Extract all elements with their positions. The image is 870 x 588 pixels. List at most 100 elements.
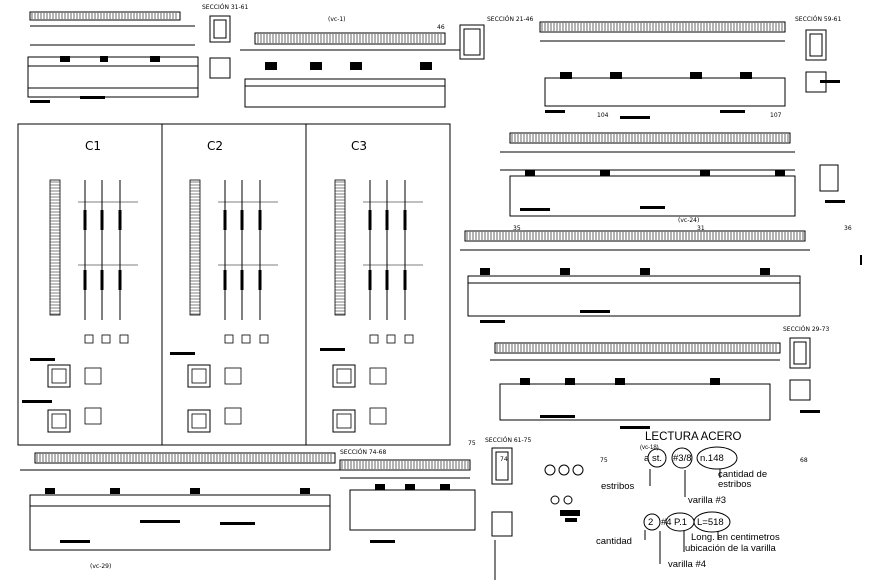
- rebar-block: [220, 522, 255, 525]
- column-bar-block: [223, 210, 227, 230]
- rebar-block: [565, 518, 577, 522]
- rebar-block: [760, 268, 770, 275]
- column-bar-block: [385, 270, 389, 290]
- rebar-block: [405, 484, 415, 490]
- rebar-block: [80, 96, 105, 99]
- dimension-74: 74: [500, 456, 508, 463]
- legend-length-l518: L=518: [697, 517, 724, 528]
- column-bar-block: [100, 210, 104, 230]
- rebar-block: [580, 310, 610, 313]
- legend-count-n148: n.148: [700, 453, 724, 464]
- column-bar-block: [403, 270, 407, 290]
- column-section-tie: [336, 413, 352, 429]
- column-section-small: [101, 334, 111, 344]
- section-label-29-73: SECCIÓN 29-73: [783, 326, 830, 333]
- column-section-small: [224, 407, 242, 425]
- rebar-block: [30, 358, 55, 361]
- beam-104-107: [500, 132, 796, 217]
- rebar-symbols: [544, 464, 584, 505]
- legend-bar-3-8: #3/8: [673, 453, 692, 464]
- column-section-small: [404, 334, 414, 344]
- column-section-small: [259, 334, 269, 344]
- column-title-c3: C3: [351, 139, 368, 153]
- rebar-block: [45, 488, 55, 494]
- legend-bar-4: #4: [661, 517, 672, 528]
- beam-vc-24: [460, 230, 810, 317]
- rebar-block: [300, 488, 310, 494]
- column-bar-block: [118, 270, 122, 290]
- rebar-block: [140, 520, 180, 523]
- column-section: [187, 409, 211, 433]
- rebar-block: [620, 426, 650, 429]
- rebar-block: [520, 208, 550, 211]
- column-elevation: [334, 179, 346, 316]
- dimension-75-top: 75: [468, 440, 476, 447]
- section-label-21-46: SECCIÓN 21-46: [487, 16, 534, 23]
- dimension-104: 104: [597, 112, 609, 119]
- column-section: [47, 409, 71, 433]
- rebar-block: [565, 378, 575, 385]
- column-bar-block: [385, 210, 389, 230]
- column-schedule-frame: [17, 123, 451, 446]
- rebar-block: [370, 540, 395, 543]
- rebar-block: [690, 72, 702, 79]
- legend-cantidad: cantidad: [596, 536, 632, 547]
- column-section-small: [369, 334, 379, 344]
- rebar-block: [740, 72, 752, 79]
- column-section-small: [84, 407, 102, 425]
- rebar-block: [480, 268, 490, 275]
- section-label-74-68: SECCIÓN 74-68: [340, 449, 387, 456]
- beam-vc-29: [20, 452, 340, 551]
- dimension-35: 35: [513, 225, 521, 232]
- rebar-block: [615, 378, 625, 385]
- beam-tag-vc-1: (vc-1): [328, 16, 346, 23]
- rebar-block: [640, 206, 665, 209]
- column-section-small: [224, 334, 234, 344]
- column-section-small: [386, 334, 396, 344]
- beam-section-21-46: [539, 21, 786, 107]
- column-section-small: [84, 334, 94, 344]
- column-bar-block: [118, 210, 122, 230]
- legend-ubicacion: ubicación de la varilla: [685, 543, 776, 554]
- column-section-tie: [191, 368, 207, 384]
- rebar-block: [110, 488, 120, 494]
- column-section-small: [224, 367, 242, 385]
- legend-varilla-3: varilla #3: [688, 495, 727, 506]
- column-bar-block: [258, 270, 262, 290]
- column-section-tie: [51, 368, 67, 384]
- beam-section-29-73: [490, 164, 839, 421]
- rebar-block: [775, 170, 785, 176]
- column-section-tie: [191, 413, 207, 429]
- rebar-block: [150, 56, 160, 62]
- beam-tag-vc-24: (vc-24): [678, 217, 700, 224]
- rebar-block: [825, 200, 845, 203]
- column-section-tie: [336, 368, 352, 384]
- rebar-block: [710, 378, 720, 385]
- rebar-block: [610, 72, 622, 79]
- rebar-block: [620, 116, 650, 119]
- rebar-block: [640, 268, 650, 275]
- column-section-tie: [51, 413, 67, 429]
- legend-position-p1: P.1: [674, 517, 688, 528]
- column-section-small: [369, 367, 387, 385]
- rebar-block: [525, 170, 535, 176]
- section-details-top: [209, 15, 827, 93]
- legend-varilla-4: varilla #4: [668, 559, 707, 570]
- column-bar-block: [223, 270, 227, 290]
- column-elevation: [49, 179, 61, 316]
- rebar-block: [375, 484, 385, 490]
- dimension-107: 107: [770, 112, 782, 119]
- detail-marks: [22, 13, 862, 543]
- rebar-block: [190, 488, 200, 494]
- column-bar-block: [83, 210, 87, 230]
- column-section-small: [369, 407, 387, 425]
- rebar-block: [520, 378, 530, 385]
- rebar-block: [720, 110, 745, 113]
- column-bar-block: [368, 210, 372, 230]
- dimension-68: 68: [800, 457, 808, 464]
- rebar-block: [480, 320, 505, 323]
- column-section: [47, 364, 71, 388]
- column-section-small: [119, 334, 129, 344]
- column-section: [332, 409, 356, 433]
- rebar-block: [560, 72, 572, 79]
